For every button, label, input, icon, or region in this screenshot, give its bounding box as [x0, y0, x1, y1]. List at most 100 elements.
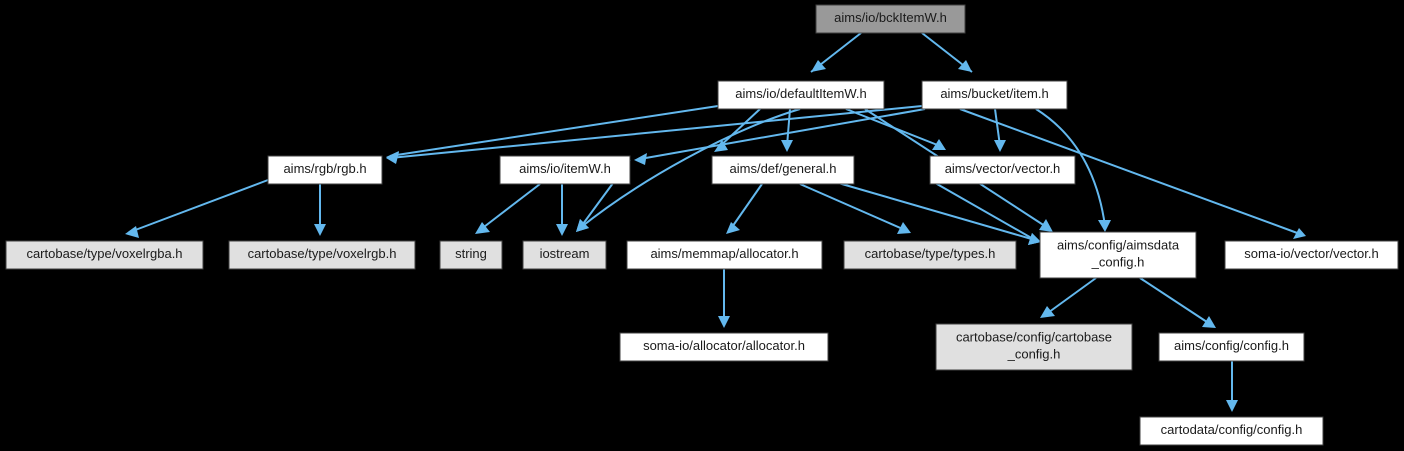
edge-bckItemW-to-bucketItem — [921, 32, 973, 73]
node-label: cartobase/config/cartobase_config.h — [956, 330, 1112, 362]
nodes-layer: aims/io/bckItemW.h aims/io/defaultItemW.h… — [5, 4, 1399, 446]
edge-bckItemW-to-defaultItemW — [810, 32, 862, 73]
arrowhead-icon — [811, 60, 826, 72]
graph-node-memmapalloc[interactable]: aims/memmap/allocator.h — [626, 240, 823, 270]
arrowhead-icon — [714, 140, 728, 152]
node-label: cartobase/type/types.h — [865, 246, 996, 261]
node-label: cartodata/config/config.h — [1161, 422, 1303, 437]
node-label: string — [455, 246, 487, 261]
edge-line — [389, 105, 923, 159]
arrowhead-icon — [1040, 306, 1055, 318]
edge-aimsdataconfig-to-cartobaseconfig — [1040, 277, 1097, 318]
edge-line — [827, 179, 1036, 241]
edges-layer — [125, 32, 1306, 412]
arrowhead-icon — [958, 60, 972, 72]
node-label: cartobase/type/voxelrgba.h — [26, 246, 182, 261]
edge-general-to-aimsdataconfig — [827, 179, 1041, 245]
edge-defaultItemW-to-general — [781, 108, 793, 152]
node-box[interactable] — [1039, 231, 1197, 279]
node-box[interactable] — [843, 240, 1017, 270]
edge-line — [389, 105, 719, 157]
arrowhead-icon — [556, 224, 568, 236]
node-box[interactable] — [619, 332, 829, 362]
node-box[interactable] — [921, 80, 1068, 110]
node-box[interactable] — [1139, 416, 1324, 446]
node-label: iostream — [540, 246, 590, 261]
node-label: soma-io/vector/vector.h — [1244, 246, 1378, 261]
node-label: aims/bucket/item.h — [940, 86, 1048, 101]
node-box[interactable] — [815, 4, 966, 34]
edge-itemW-to-iostream — [556, 184, 568, 236]
edge-bucketItem-to-itemW — [634, 108, 926, 165]
edge-line — [129, 179, 269, 233]
arrowhead-icon — [314, 224, 326, 236]
edge-bucketItem-to-vector — [994, 108, 1006, 152]
edge-line — [717, 108, 761, 149]
node-label: aims/rgb/rgb.h — [283, 161, 366, 176]
edge-general-to-memmapalloc — [726, 183, 763, 234]
graph-node-itemW[interactable]: aims/io/itemW.h — [499, 155, 631, 185]
graph-node-bucketItem[interactable]: aims/bucket/item.h — [921, 80, 1068, 110]
edge-line — [959, 108, 1301, 235]
node-box[interactable] — [267, 155, 383, 185]
graph-node-aimsdataconfig[interactable]: aims/config/aimsdata_config.h — [1039, 231, 1197, 279]
arrowhead-icon — [1039, 219, 1053, 232]
node-box[interactable] — [1158, 332, 1305, 362]
edge-aimsdataconfig-to-aimsconfig — [1139, 277, 1216, 328]
edge-vector-to-aimsdataconfig — [929, 179, 1041, 245]
arrowhead-icon — [932, 139, 946, 150]
edge-line — [1035, 108, 1106, 227]
graph-node-general[interactable]: aims/def/general.h — [711, 155, 855, 185]
node-box[interactable] — [499, 155, 631, 185]
edge-line — [786, 108, 791, 147]
node-box[interactable] — [711, 155, 855, 185]
arrowhead-icon — [125, 226, 139, 238]
edge-line — [579, 108, 801, 229]
node-box[interactable] — [228, 240, 416, 270]
graph-node-types[interactable]: cartobase/type/types.h — [843, 240, 1017, 270]
node-box[interactable] — [1224, 240, 1399, 270]
graph-node-rgb[interactable]: aims/rgb/rgb.h — [267, 155, 383, 185]
node-box[interactable] — [439, 240, 503, 270]
node-box[interactable] — [929, 155, 1076, 185]
graph-node-somaalloc[interactable]: soma-io/allocator/allocator.h — [619, 332, 829, 362]
graph-node-string[interactable]: string — [439, 240, 503, 270]
node-box[interactable] — [935, 323, 1133, 371]
graph-node-voxelrgb[interactable]: cartobase/type/voxelrgb.h — [228, 240, 416, 270]
graph-node-defaultItemW[interactable]: aims/io/defaultItemW.h — [717, 80, 885, 110]
arrowhead-icon — [781, 140, 793, 152]
edge-line — [799, 183, 906, 231]
graph-node-bckItemW[interactable]: aims/io/bckItemW.h — [815, 4, 966, 34]
arrowhead-icon — [994, 140, 1006, 152]
edge-general-to-types — [799, 183, 911, 234]
edge-bucketItem-to-aimsdataconfig — [1035, 108, 1111, 232]
arrowhead-icon — [475, 222, 490, 234]
graph-node-iostream[interactable]: iostream — [522, 240, 607, 270]
edge-line — [994, 108, 1001, 147]
node-box[interactable] — [717, 80, 885, 110]
arrowhead-icon — [897, 222, 911, 234]
edge-line — [729, 183, 763, 231]
edge-itemW-to-string — [475, 183, 541, 234]
arrowhead-icon — [1293, 228, 1306, 239]
arrowhead-icon — [1226, 400, 1238, 412]
graph-node-somavector[interactable]: soma-io/vector/vector.h — [1224, 240, 1399, 270]
arrowhead-icon — [726, 222, 740, 234]
edge-rgb-to-voxelrgba — [125, 179, 269, 238]
node-box[interactable] — [626, 240, 823, 270]
graph-node-aimsconfig[interactable]: aims/config/config.h — [1158, 332, 1305, 362]
arrowhead-icon — [1098, 220, 1111, 232]
node-label: aims/io/itemW.h — [519, 161, 611, 176]
graph-node-voxelrgba[interactable]: cartobase/type/voxelrgba.h — [5, 240, 204, 270]
graph-node-vector[interactable]: aims/vector/vector.h — [929, 155, 1076, 185]
edge-bucketItem-to-rgb — [386, 105, 923, 164]
node-box[interactable] — [522, 240, 607, 270]
node-label: aims/config/aimsdata_config.h — [1057, 238, 1180, 270]
node-box[interactable] — [5, 240, 204, 270]
graph-node-cartobaseconfig[interactable]: cartobase/config/cartobase_config.h — [935, 323, 1133, 371]
graph-node-cartodataconfig[interactable]: cartodata/config/config.h — [1139, 416, 1324, 446]
arrowhead-icon — [576, 219, 589, 232]
edge-line — [1044, 277, 1097, 316]
